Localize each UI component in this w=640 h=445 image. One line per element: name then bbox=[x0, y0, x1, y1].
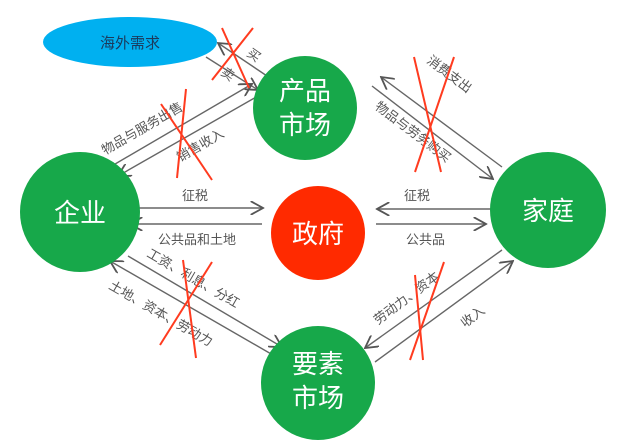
label-tax-household: 征税 bbox=[404, 189, 430, 204]
firm-label: 企业 bbox=[54, 199, 106, 229]
household-label: 家庭 bbox=[522, 197, 574, 227]
factor-market-node bbox=[261, 326, 375, 440]
arrow-wages bbox=[127, 255, 282, 347]
label-income: 收入 bbox=[458, 304, 488, 332]
cross-mark-firm-product bbox=[160, 88, 213, 181]
arrow-goods-sold bbox=[109, 84, 252, 168]
label-goods-services-sold: 物品与服务出售 bbox=[99, 99, 186, 158]
product-market-label-2: 市场 bbox=[279, 111, 331, 141]
arrow-sales-revenue bbox=[118, 95, 259, 176]
label-wages-interest-dividends: 工资、利息、分红 bbox=[144, 246, 242, 312]
product-market-node bbox=[253, 56, 357, 160]
product-market-label-1: 产品 bbox=[279, 77, 331, 107]
label-public-goods: 公共品 bbox=[406, 233, 445, 248]
factor-market-label-1: 要素 bbox=[292, 350, 344, 380]
overseas-demand-label: 海外需求 bbox=[100, 34, 160, 52]
label-goods-services-bought: 物品与劳务购买 bbox=[372, 98, 454, 166]
cross-mark-household-factor bbox=[409, 261, 445, 361]
cross-mark-overseas bbox=[211, 27, 254, 89]
government-label: 政府 bbox=[292, 220, 344, 250]
label-public-goods-land: 公共品和土地 bbox=[158, 233, 236, 248]
arrow-consumption bbox=[381, 77, 503, 168]
label-tax-firm: 征税 bbox=[182, 189, 208, 204]
factor-market-label-2: 市场 bbox=[292, 384, 344, 414]
arrow-factors bbox=[110, 261, 286, 363]
arrow-buy bbox=[218, 43, 271, 79]
household-node bbox=[490, 152, 606, 268]
overseas-demand-node bbox=[43, 17, 217, 67]
arrow-labor-capital bbox=[365, 249, 503, 348]
cross-mark-firm-factor bbox=[159, 259, 213, 359]
arrow-income bbox=[374, 261, 513, 363]
strike-marks bbox=[159, 27, 455, 361]
government-node bbox=[271, 186, 365, 280]
firm-node bbox=[20, 152, 140, 272]
cross-mark-household-product bbox=[413, 56, 455, 173]
